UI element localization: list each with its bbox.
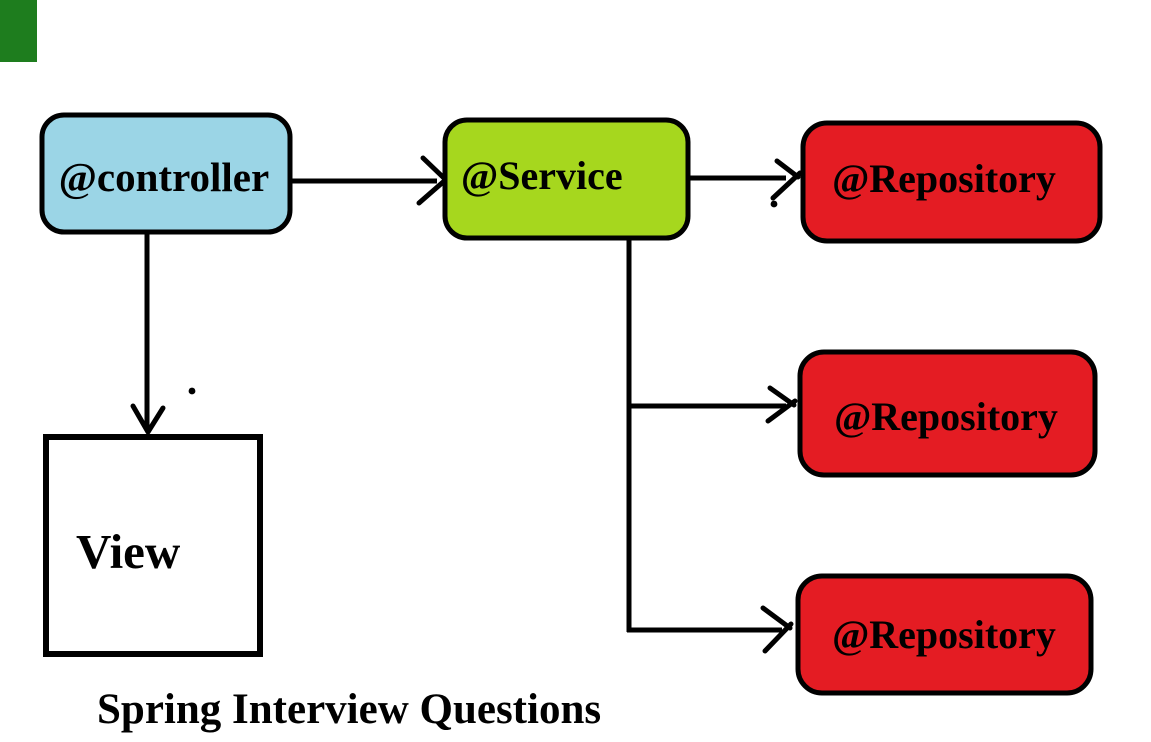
arrowhead-icon (760, 605, 794, 654)
service-box (442, 117, 691, 241)
repository-middle-box (797, 349, 1098, 478)
ink-dot (770, 200, 778, 208)
node-repository-middle: @Repository (797, 349, 1098, 478)
node-view: View (43, 434, 263, 657)
repository-bottom-box (795, 573, 1094, 696)
controller-label: @controller (59, 154, 269, 200)
node-controller: @controller (39, 112, 293, 235)
view-box (43, 434, 263, 657)
repository-bottom-label: @Repository (832, 612, 1056, 657)
arrowhead-icon (765, 385, 798, 424)
ink-dot (188, 387, 196, 395)
repository-top-label: @Repository (832, 156, 1056, 201)
controller-box (39, 112, 293, 235)
arrow-service-to-repository-bottom (627, 605, 794, 654)
arrow-controller-to-view (130, 234, 196, 435)
corner-paint-mark (0, 0, 37, 62)
repository-top-box (800, 120, 1103, 244)
repository-middle-label: @Repository (834, 394, 1058, 439)
arrow-service-to-repository-middle (626, 239, 798, 632)
node-service: @Service (442, 117, 691, 241)
arrow-controller-to-service (292, 155, 453, 206)
arrow-service-to-repository-top (688, 158, 803, 208)
node-repository-bottom: @Repository (795, 573, 1094, 696)
node-repository-top: @Repository (800, 120, 1103, 244)
view-label: View (76, 524, 181, 579)
service-label: @Service (461, 153, 623, 198)
diagram-caption: Spring Interview Questions (97, 686, 601, 733)
arrowhead-icon (770, 158, 803, 201)
arrowhead-icon (130, 403, 166, 435)
